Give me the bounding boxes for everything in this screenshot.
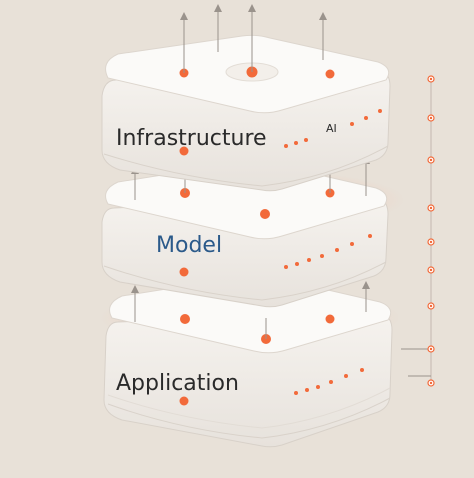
infrastructure-arrowheads [180, 4, 327, 20]
layer-label-application: Application [116, 371, 239, 396]
application-arrowheads [131, 281, 370, 293]
layer-label-infrastructure: Infrastructure [116, 126, 267, 151]
infrastructure-arrows [183, 10, 324, 73]
application-dots [179, 314, 364, 406]
connector-nodes [427, 75, 435, 387]
application-arrows [134, 287, 431, 377]
layer-application: Application [100, 274, 431, 448]
layer-infrastructure: Infrastructure AI [101, 4, 391, 192]
layer-model: Model [101, 156, 405, 308]
layer-tag-ai: AI [326, 122, 337, 135]
layer-label-model: Model [156, 233, 222, 258]
